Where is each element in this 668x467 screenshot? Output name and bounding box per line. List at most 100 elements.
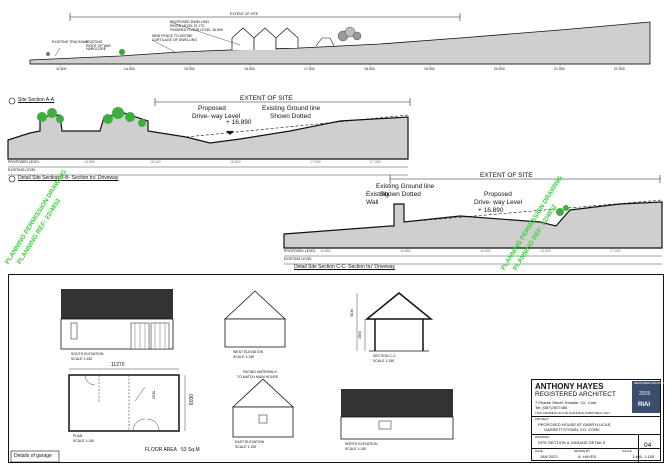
drawing-label: DRAWING (535, 435, 550, 439)
facing-title: FACING MATERIALS: (243, 370, 278, 374)
chainage-label: 11.600 (56, 67, 67, 71)
level-value: 16.890 (540, 249, 551, 253)
extent-label: EXTENT OF SITE (480, 172, 533, 179)
project-label: PROJECT (535, 417, 550, 421)
badge-top: REGISTERED ARCHITECT (634, 382, 667, 385)
riai-badge: REGISTERED ARCHITECT 2015 RIAI (632, 381, 666, 413)
section-cc-title: Detail Site Section C-C- Section tru' Dr… (294, 264, 395, 270)
scale-label: SCALE 1:150 (233, 355, 255, 359)
garage-drawings (10, 289, 454, 463)
section-cc-drawing (283, 175, 663, 265)
level-value: 16.580 (84, 160, 95, 164)
row-proposed: PROPOSED LEVEL (284, 249, 316, 253)
chainage-label: 21.000 (554, 67, 565, 71)
section-a-title: Site Section A-A (18, 97, 55, 103)
existing-wall-label: Existing (366, 191, 389, 198)
architect-tel: Tel: (087)7607485 (535, 405, 568, 410)
south-elevation-drawing (60, 289, 174, 350)
architect-role: REGISTERED ARCHITECT (535, 391, 616, 398)
site-section-a: EXTENT OF SITE PROPOSED DWELLING RIDGE L… (0, 0, 668, 105)
chainage-label: 18.000 (364, 67, 375, 71)
note-right-of-way: EXISTING RIGHT OF WAY HARDCORE (86, 40, 112, 51)
section-a-drawing (8, 13, 651, 105)
drawn-by-value: A. HAYES (578, 454, 597, 459)
note-proposed-dwelling: PROPOSED DWELLING (170, 20, 210, 24)
extent-label: EXTENT OF SITE (240, 95, 293, 102)
dim-width: 11270 (111, 362, 125, 368)
level-value: 16.440 (150, 160, 161, 164)
shown-dotted-label: Shown Dotted (270, 113, 311, 120)
site-section-cc: EXTENT OF SITE Existing Wall Existing Gr… (280, 170, 668, 270)
details-label: Details of garage (14, 453, 52, 459)
driveway-label: Drive- way Level (474, 199, 523, 206)
row-existing: EXISTING LEVEL (8, 168, 37, 172)
chainage-label: 17.000 (304, 67, 315, 71)
north-elevation-label: NORTH ELEVATION (345, 442, 378, 446)
chainage-label: 15.000 (184, 67, 195, 71)
level-value: 17.000 (310, 160, 321, 164)
existing-ground-label: Existing Ground line (376, 183, 435, 190)
level-value: 17.250 (370, 160, 381, 164)
north-elevation-drawing (340, 389, 454, 440)
section-cc-garage-drawing (356, 292, 434, 352)
date-value: JAN 2022 (540, 454, 558, 459)
dim-inner: 5160 (151, 390, 156, 399)
scale-label: SCALE 1:150 (345, 447, 367, 451)
row-existing: EXISTING LEVEL (284, 257, 313, 261)
existing-ground-label: Existing Ground line (262, 105, 321, 112)
architect-name: ANTHONY HAYES (535, 382, 604, 391)
chainage-label: 19.000 (424, 67, 435, 71)
scale-label: SCALE 1:150 (71, 357, 93, 361)
level-value: 16.890 (480, 249, 491, 253)
chainage-label: 22.000 (614, 67, 625, 71)
proposed-label: Proposed (198, 105, 226, 112)
chainage-label: 14.000 (124, 67, 135, 71)
facing-text: TO MATCH MAIN HOUSE (237, 375, 279, 379)
dim-height-2: 2550 (358, 330, 363, 339)
plan-label: PLAN (73, 434, 83, 438)
planning-note: THIS DRAWING IS FOR PLANNING PURPOSES ON… (535, 411, 611, 415)
project-line-1: PROPOSED HOUSE AT GARRYLUCAS, (538, 422, 612, 427)
driveway-label: Drive- way Level (192, 113, 241, 120)
architect-address: 7 Pearse Street, Kinsale, Co. Cork. (535, 400, 598, 405)
driveway-level: + 16.890 (226, 119, 252, 126)
garage-plan-drawing (68, 368, 186, 432)
drawn-by-label: DRAWN BY (574, 449, 591, 453)
note-ffl: FINISHED FLOOR LEVEL 16.890 (170, 28, 223, 32)
level-value: 16.600 (230, 160, 241, 164)
garage-details-frame: SOUTH ELEVATION SCALE 1:150 WEST ELEVATI… (8, 274, 666, 463)
scale-label: SCALE 1:150 (373, 359, 395, 363)
section-bb-title: Detail Site Section B-B- Section tru' Dr… (18, 175, 119, 181)
note-ridge-level: RIDGE LEVEL 21.770 (170, 24, 205, 28)
chainage-label: 16.000 (244, 67, 255, 71)
west-elevation-drawing (223, 290, 287, 348)
dim-depth: 6030 (189, 393, 196, 406)
badge-logo: RIAI (638, 402, 650, 408)
scale-value: 1:400, 1:150 (632, 454, 655, 459)
driveway-level: + 16.890 (478, 207, 504, 214)
proposed-label: Proposed (484, 191, 512, 198)
east-elevation-drawing (231, 378, 295, 438)
title-block: ANTHONY HAYES REGISTERED ARCHITECT 7 Pea… (531, 379, 666, 462)
south-elevation-label: SOUTH ELEVATION (71, 352, 104, 356)
scale-label: SCALE 1:150 (235, 445, 257, 449)
scale-label: SCALE (622, 449, 632, 453)
project-line-2: GARRETTSTOWN, CO. CORK (544, 427, 600, 432)
date-label: DATE (535, 449, 543, 453)
drawing-title: SITE SECTION & GARAGE DETAILS (538, 440, 606, 445)
floor-area-label: FLOOR AREA (145, 447, 177, 453)
existing-wall-label-2: Wall (366, 199, 379, 206)
extent-label: EXTENT OF SITE (230, 12, 259, 16)
chainage-label: 20.000 (494, 67, 505, 71)
floor-area-value: 53 Sq.M (181, 447, 200, 453)
note-fence: NEW FENCE TO DEFINE CURTILAGE OF DWELLIN… (152, 34, 198, 42)
section-cc-label: SECTION C-C (373, 354, 396, 358)
section-bb-drawing (7, 98, 411, 183)
west-elevation-label: WEST ELEVATION (233, 350, 264, 354)
sheet-number: 04 (644, 442, 652, 449)
shown-dotted-label: Shown Dotted (380, 191, 421, 198)
note-trackway: EXISTING TRACKWAY (52, 40, 89, 44)
scale-label: SCALE 1:150 (73, 439, 95, 443)
level-value: 17.000 (610, 249, 621, 253)
site-section-bb: EXTENT OF SITE Proposed Drive- way Level… (0, 95, 420, 185)
